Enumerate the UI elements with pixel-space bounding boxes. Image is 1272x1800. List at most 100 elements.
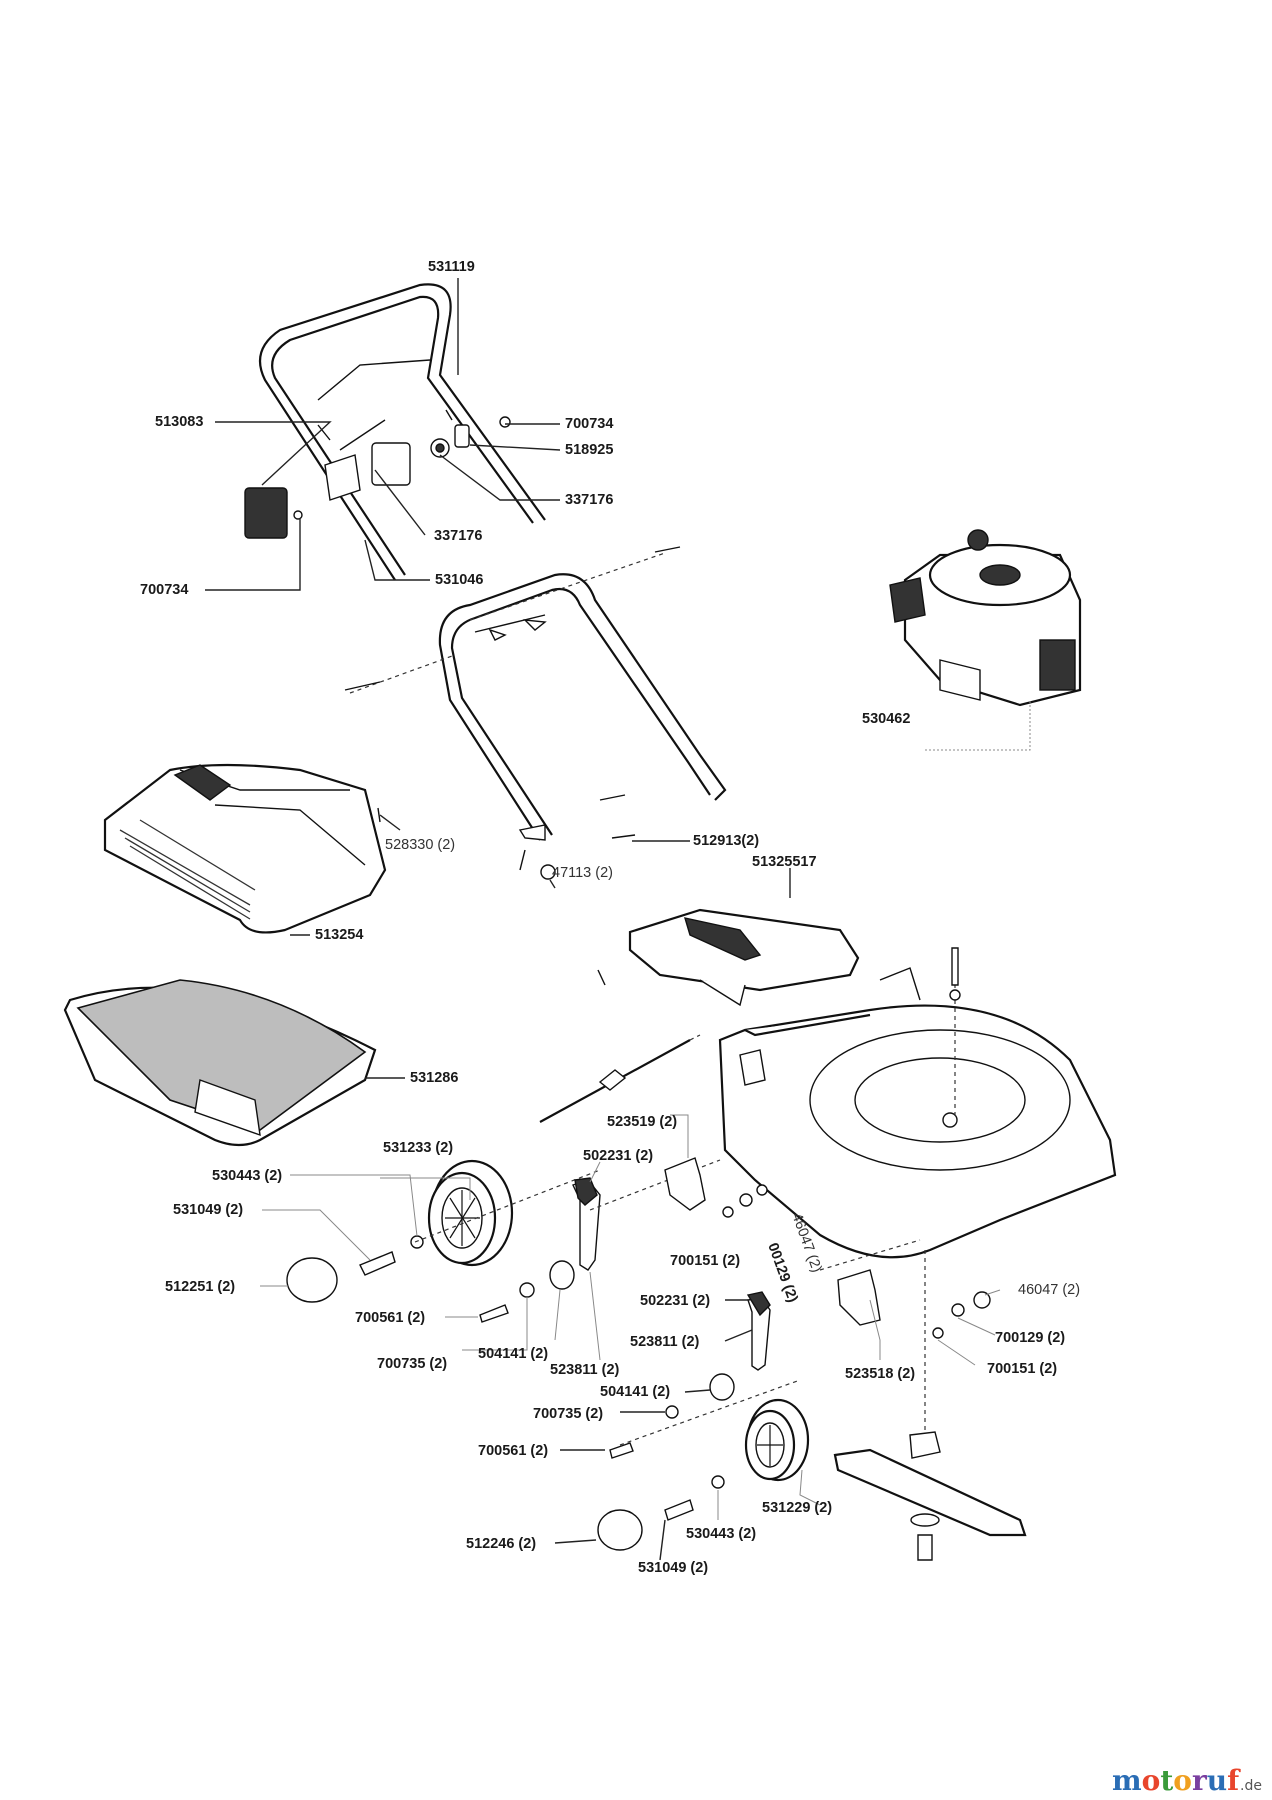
lever-502231b <box>746 1291 771 1317</box>
leader-lines <box>205 278 1001 1561</box>
knob-lower <box>518 824 546 841</box>
bearing-504141b <box>709 1373 735 1401</box>
label-700561a: 700561 (2) <box>355 1310 425 1326</box>
label-531286: 531286 <box>410 1070 458 1086</box>
label-531046: 531046 <box>435 572 483 588</box>
label-700151a: 700151 (2) <box>670 1253 740 1269</box>
wheel-531233 <box>427 1159 514 1267</box>
spacer-518925 <box>454 424 470 448</box>
label-531233: 531233 (2) <box>383 1140 453 1156</box>
label-513083: 513083 <box>155 414 203 430</box>
label-700151b: 700151 (2) <box>987 1361 1057 1377</box>
label-700734a: 700734 <box>565 416 613 432</box>
label-337176a: 337176 <box>565 492 613 508</box>
label-513254: 513254 <box>315 927 363 943</box>
logo-letter: o <box>1173 1764 1192 1797</box>
label-502231b: 502231 (2) <box>640 1293 710 1309</box>
hubcap-512251 <box>286 1257 338 1303</box>
pin-528330 <box>377 807 381 823</box>
screw-700734b <box>293 510 303 520</box>
upper-handle <box>258 283 546 581</box>
blade-assembly <box>833 1250 1027 1561</box>
label-504141b: 504141 (2) <box>600 1384 670 1400</box>
axle-bolt-531049b <box>664 1499 694 1521</box>
right-wheel-hardware <box>597 1239 991 1551</box>
bearing-504141a <box>549 1260 575 1290</box>
washer-700151b <box>932 1327 944 1339</box>
motoruf-logo: motoruf .de <box>1112 1764 1262 1797</box>
blade <box>833 1448 1027 1537</box>
label-518925: 518925 <box>565 442 613 458</box>
blade-washer <box>910 1513 940 1527</box>
label-523519: 523519 (2) <box>607 1114 677 1130</box>
label-47113: 47113 (2) <box>552 865 613 881</box>
screw-700561a <box>479 1304 509 1323</box>
logo-letter: m <box>1112 1764 1142 1797</box>
label-337176b: 337176 <box>434 528 482 544</box>
bolt-mid <box>599 794 626 801</box>
logo-letter: o <box>1142 1764 1161 1797</box>
label-700561b: 700561 (2) <box>478 1443 548 1459</box>
logo-letter: f <box>1227 1764 1241 1797</box>
nut-46047b <box>973 1291 991 1309</box>
label-531229: 531229 (2) <box>762 1500 832 1516</box>
logo-letter: u <box>1207 1764 1227 1797</box>
label-700735b: 700735 (2) <box>533 1406 603 1422</box>
bolt-top <box>951 947 959 986</box>
svg-text:motoruf: motoruf <box>1112 1764 1241 1797</box>
label-00129: 00129 (2) <box>764 1241 800 1305</box>
washer-700129 <box>951 1303 965 1317</box>
bolt-left <box>344 681 381 691</box>
washer-530443a <box>410 1235 424 1249</box>
label-530443a: 530443 (2) <box>212 1168 282 1184</box>
label-531049a: 531049 (2) <box>173 1202 243 1218</box>
washer-700735a <box>519 1282 535 1298</box>
label-512913: 512913(2) <box>693 833 759 849</box>
logo-letter: r <box>1192 1764 1208 1797</box>
label-530462: 530462 <box>862 711 910 727</box>
label-523811a: 523811 (2) <box>550 1362 620 1378</box>
label-51325517: 51325517 <box>752 854 817 870</box>
washer-700735b <box>665 1405 679 1419</box>
blade-bolt <box>917 1534 933 1561</box>
lock-block-left <box>244 487 288 539</box>
label-700734b: 700734 <box>140 582 188 598</box>
label-700735a: 700735 (2) <box>377 1356 447 1372</box>
nut-47113 <box>540 864 556 880</box>
handle-lock-parts <box>244 409 511 539</box>
screw-700561b <box>609 1442 634 1459</box>
label-512246: 512246 (2) <box>466 1536 536 1552</box>
axle-bolt-531049a <box>359 1251 396 1276</box>
label-46047b: 46047 (2) <box>1018 1282 1080 1298</box>
blade-adapter <box>909 1431 941 1459</box>
lock-block-right <box>371 442 411 486</box>
mower-deck <box>718 947 1117 1259</box>
cam-lever <box>324 454 361 501</box>
label-523518: 523518 (2) <box>845 1366 915 1382</box>
rear-flap-51325517 <box>597 908 860 1007</box>
label-531119: 531119 <box>428 259 475 275</box>
label-530443b: 530443 (2) <box>686 1526 756 1542</box>
clip <box>597 969 606 986</box>
hubcap-512246 <box>597 1509 643 1551</box>
screw-512913 <box>611 834 636 839</box>
grass-bag-531286 <box>63 979 377 1147</box>
logo-letter: t <box>1160 1764 1173 1797</box>
label-523811b: 523811 (2) <box>630 1334 700 1350</box>
washer-46047a <box>739 1193 753 1207</box>
label-700129: 700129 (2) <box>995 1330 1065 1346</box>
logo-suffix: .de <box>1240 1778 1262 1794</box>
label-531049b: 531049 (2) <box>638 1560 708 1576</box>
washer-530443b <box>711 1475 725 1489</box>
screw-700734 <box>499 416 511 428</box>
grass-bag-frame-513254 <box>103 763 387 934</box>
pivot-plate-523519 <box>664 1157 706 1211</box>
bolt-right <box>654 546 681 553</box>
washer-700151a <box>722 1206 734 1218</box>
left-wheel-hardware <box>286 1157 768 1323</box>
pivot-plate-523518 <box>837 1269 881 1326</box>
drive-rod <box>539 1034 701 1123</box>
label-504141a: 504141 (2) <box>478 1346 548 1362</box>
engine-530462 <box>889 529 1082 751</box>
